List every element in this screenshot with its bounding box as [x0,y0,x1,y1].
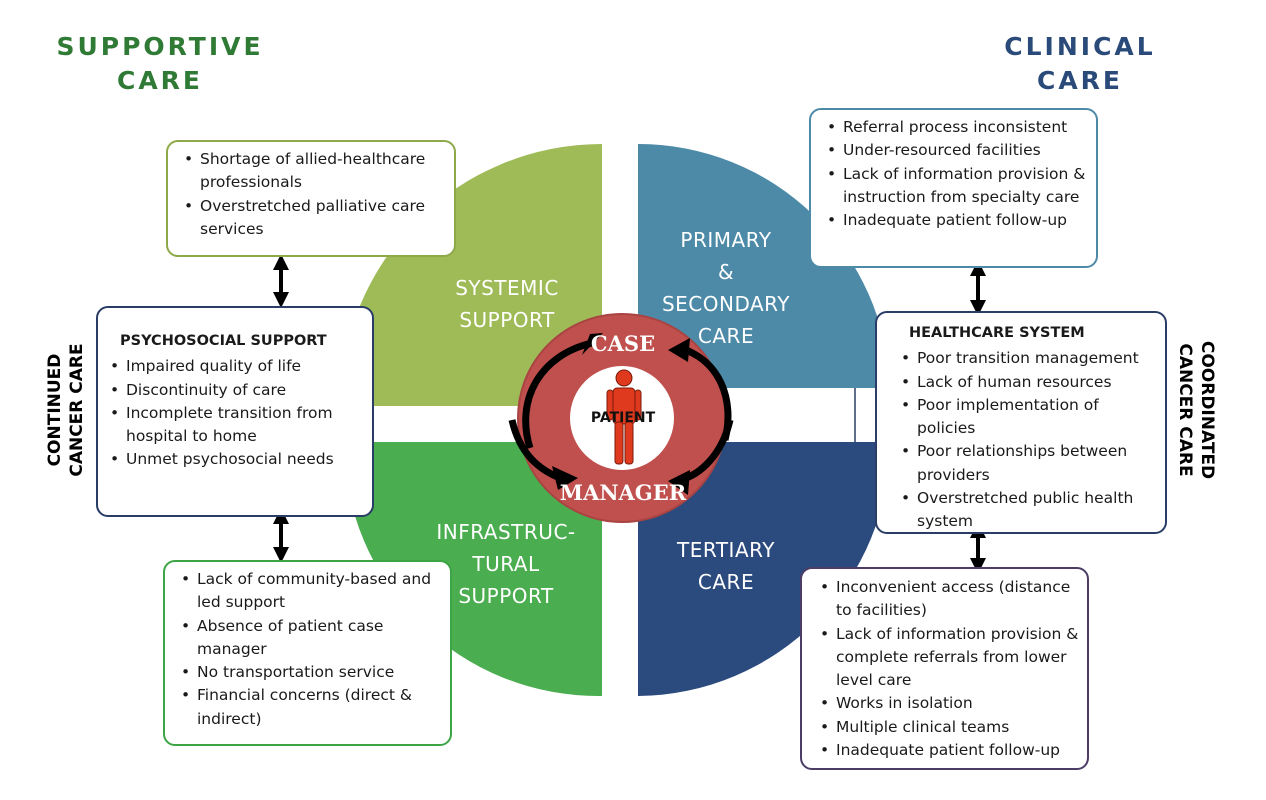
segment-label-line: PRIMARY [680,228,772,252]
segment-label-line: & [717,260,735,284]
title-line: CANCER CARE [67,343,87,477]
title-line: CARE [1036,66,1124,95]
segment-label-line: TERTIARY [677,538,775,562]
segment-label-tertiary: TERTIARY CARE [646,534,806,598]
segment-label-systemic: SYSTEMIC SUPPORT [427,272,587,336]
list-item: Poor transition management [899,347,1159,371]
segment-label-line: TURAL [472,552,540,576]
box-heading: HEALTHCARE SYSTEM [909,325,1085,341]
issue-list: Shortage of allied-healthcare profession… [182,148,444,241]
issue-list: Lack of community-based and led support … [179,568,442,731]
clinical-care-title: CLINICAL CARE [960,30,1200,98]
segment-label-line: CARE [697,570,755,594]
manager-label: MANAGER [559,480,687,505]
issue-list: Referral process inconsistent Under-reso… [825,116,1088,233]
segment-label-primary: PRIMARY & SECONDARY CARE [646,224,806,352]
list-item: Impaired quality of life [108,355,364,379]
segment-label-infra: INFRASTRUC- TURAL SUPPORT [421,516,591,612]
title-line: CONTINUED [45,353,65,467]
segment-label-line: SECONDARY [661,292,791,316]
list-item: Inadequate patient follow-up [818,739,1081,763]
list-item: Referral process inconsistent [825,116,1088,140]
title-line: CLINICAL [1004,32,1156,61]
list-item: Inconvenient access (distance to facilit… [818,576,1081,623]
issue-list: Poor transition management Lack of human… [899,347,1159,533]
list-item: Absence of patient case manager [179,615,442,662]
systemic-support-box: Shortage of allied-healthcare profession… [166,140,456,257]
primary-secondary-care-box: Referral process inconsistent Under-reso… [809,108,1098,268]
segment-label-line: SUPPORT [458,584,554,608]
continued-cancer-care-title: CONTINUED CANCER CARE [44,310,88,510]
patient-figure-icon [606,369,642,465]
list-item: Under-resourced facilities [825,139,1088,163]
segment-label-line: SYSTEMIC [455,276,559,300]
quadrant-primary [638,143,890,388]
box-heading: PSYCHOSOCIAL SUPPORT [120,333,327,349]
title-line: SUPPORTIVE [56,32,264,61]
psychosocial-support-box: PSYCHOSOCIAL SUPPORT Impaired quality of… [96,306,374,517]
coordinated-cancer-care-title: COORDINATED CANCER CARE [1174,310,1218,510]
supportive-care-title: SUPPORTIVE CARE [40,30,280,98]
list-item: Poor implementation of policies [899,394,1159,441]
title-line: COORDINATED [1197,340,1217,480]
segment-label-line: CARE [697,324,755,348]
list-item: Incomplete transition from hospital to h… [108,402,364,449]
list-item: Shortage of allied-healthcare profession… [182,148,444,195]
quadrant-infra [344,442,602,697]
quadrant-systemic [340,144,602,406]
arrowhead-icon [552,333,690,495]
quadrant-tertiary [638,442,890,696]
title-line: CARE [116,66,204,95]
list-item: No transportation service [179,661,442,685]
list-item: Financial concerns (direct & indirect) [179,684,442,731]
list-item: Lack of information provision & instruct… [825,163,1088,210]
tertiary-care-box: Inconvenient access (distance to facilit… [800,567,1089,770]
list-item: Lack of human resources [899,371,1159,395]
segment-label-line: INFRASTRUC- [436,520,576,544]
list-item: Overstretched public health system [899,487,1159,534]
list-item: Inadequate patient follow-up [825,209,1088,233]
list-item: Poor relationships between providers [899,440,1159,487]
healthcare-system-box: HEALTHCARE SYSTEM Poor transition manage… [875,311,1167,534]
list-item: Multiple clinical teams [818,716,1081,740]
patient-label: PATIENT [590,410,656,426]
list-item: Unmet psychosocial needs [108,448,364,472]
list-item: Works in isolation [818,692,1081,716]
case-label: CASE [590,331,656,356]
infrastructural-support-box: Lack of community-based and led support … [163,560,452,746]
issue-list: Inconvenient access (distance to facilit… [818,576,1081,763]
segment-label-line: SUPPORT [459,308,555,332]
issue-list: Impaired quality of life Discontinuity o… [108,355,364,472]
list-item: Lack of community-based and led support [179,568,442,615]
list-item: Discontinuity of care [108,379,364,403]
title-line: CANCER CARE [1175,343,1195,477]
list-item: Lack of information provision & complete… [818,623,1081,693]
list-item: Overstretched palliative care services [182,195,444,242]
